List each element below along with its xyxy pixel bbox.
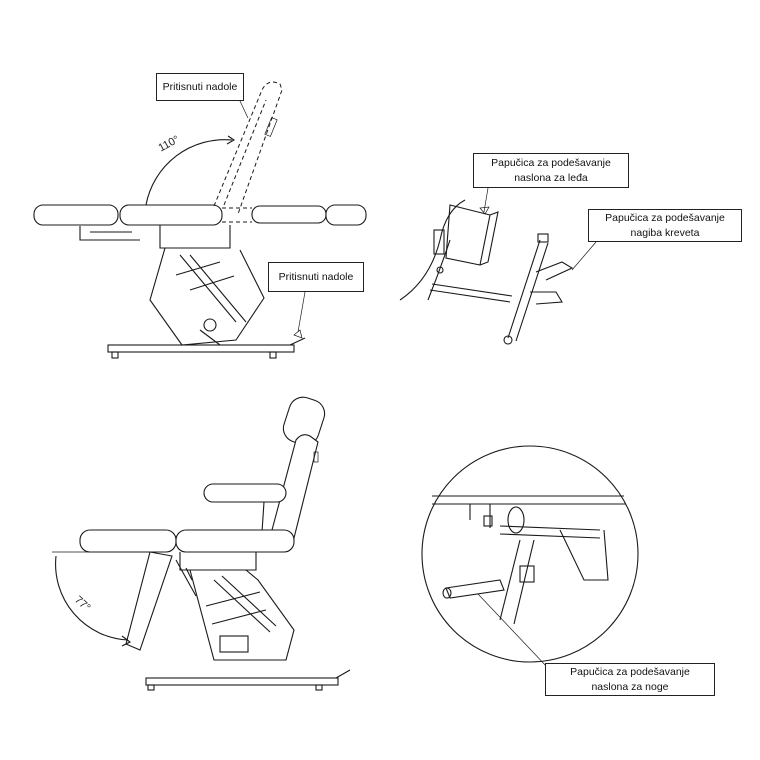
tilt-pedal-lower	[530, 291, 563, 305]
callout-backrest-pedal: Papučica za podešavanje naslona za leđa	[473, 153, 629, 188]
callout-backrest-pedal-line1: Papučica za podešavanje	[491, 156, 611, 169]
angle-arc-110	[145, 139, 233, 206]
lift-arm-2	[175, 261, 235, 291]
motor-lower	[219, 635, 249, 653]
detail-rod	[499, 525, 601, 539]
pedal-detail-view	[399, 187, 597, 345]
base-foot-left-lower	[147, 684, 155, 691]
detail-clip	[483, 515, 493, 527]
motor-box	[445, 204, 491, 266]
pivot	[203, 318, 217, 332]
leg-rest-lowered	[125, 551, 173, 651]
callout-leg-pedal-line2: naslona za noge	[591, 680, 669, 693]
flat-bed-side-view	[33, 81, 367, 359]
armrest-post	[261, 501, 265, 533]
press-arrow	[293, 329, 303, 339]
mount-bracket	[433, 229, 445, 255]
lift-arm-lower-2	[205, 591, 267, 625]
backrest-pedal-arrow	[479, 206, 490, 215]
pivot-arm	[199, 329, 221, 346]
callout-tilt-pedal: Papučica za podešavanje nagiba kreveta	[588, 209, 742, 242]
lift-housing-lower	[189, 569, 295, 661]
backrest	[271, 434, 319, 539]
leg-linkage	[175, 559, 197, 597]
callout-base-press-text: Pritisnuti nadole	[278, 270, 354, 283]
detail-frame	[559, 529, 609, 581]
handle-end	[442, 587, 452, 599]
base-rail	[429, 283, 513, 303]
base-foot-right	[269, 351, 277, 359]
leader-leg-pedal	[477, 593, 549, 669]
raised-backrest-outline	[213, 81, 283, 215]
callout-backrest-pedal-line2: naslona za leđa	[514, 171, 588, 184]
base-bar-lower	[145, 677, 339, 686]
leader-backrest-pedal	[483, 187, 489, 213]
base-foot-left	[111, 351, 119, 359]
callout-backrest-press-text: Pritisnuti nadole	[162, 80, 238, 93]
mount-bolt	[436, 266, 444, 274]
reclined-chair-side-view	[52, 396, 351, 691]
callout-tilt-pedal-line2: nagiba kreveta	[630, 226, 700, 239]
raised-backrest-inner	[223, 99, 267, 206]
detail-circle	[421, 445, 639, 663]
leg-bracket	[79, 226, 140, 241]
lift-arm-1	[179, 254, 247, 323]
leader-tilt-pedal	[571, 241, 597, 271]
motor-box-side	[479, 211, 499, 266]
back-hinge-dashed	[222, 207, 252, 223]
leader-base-press	[297, 291, 306, 333]
detail-nut	[519, 565, 535, 583]
callout-base-press: Pritisnuti nadole	[268, 262, 364, 292]
detail-top-plate	[432, 495, 626, 505]
base-pedal	[289, 337, 306, 346]
armrest	[203, 483, 287, 503]
callout-leg-pedal: Papučica za podešavanje naslona za noge	[545, 663, 715, 696]
detail-curve	[399, 199, 466, 301]
leg-pedal-detail-view	[421, 445, 639, 669]
backrest-latch	[264, 117, 278, 137]
head-pad	[325, 204, 367, 226]
seat-front-pad	[79, 529, 177, 553]
seat-frame-lower	[179, 552, 257, 571]
seat-frame	[159, 225, 231, 249]
cross-bar	[507, 239, 549, 342]
cross-bar-cap	[537, 233, 549, 243]
back-pad	[251, 205, 327, 224]
detail-curve-inner	[427, 239, 451, 301]
angle-arrow-77	[121, 635, 132, 647]
detail-pivot	[507, 506, 525, 534]
callout-tilt-pedal-line1: Papučica za podešavanje	[605, 211, 725, 224]
leg-pad	[33, 204, 119, 226]
seat-pad	[119, 204, 223, 226]
base-pedal-lower	[335, 669, 351, 679]
seat-rear-pad	[175, 529, 295, 553]
lift-housing	[149, 247, 265, 346]
leader-back-top	[239, 100, 249, 119]
angle-arrow	[226, 135, 236, 145]
angle-arc-77	[55, 555, 129, 641]
wheel	[503, 335, 513, 345]
backrest-knob	[313, 451, 319, 463]
lift-arm-lower-1	[213, 575, 277, 633]
callout-leg-pedal-line1: Papučica za podešavanje	[570, 665, 690, 678]
leg-pedal-handle	[445, 579, 505, 599]
base-foot-right-lower	[315, 684, 323, 691]
callout-backrest-press: Pritisnuti nadole	[156, 73, 244, 101]
tilt-pedal	[535, 261, 574, 281]
base-bar	[107, 344, 295, 353]
